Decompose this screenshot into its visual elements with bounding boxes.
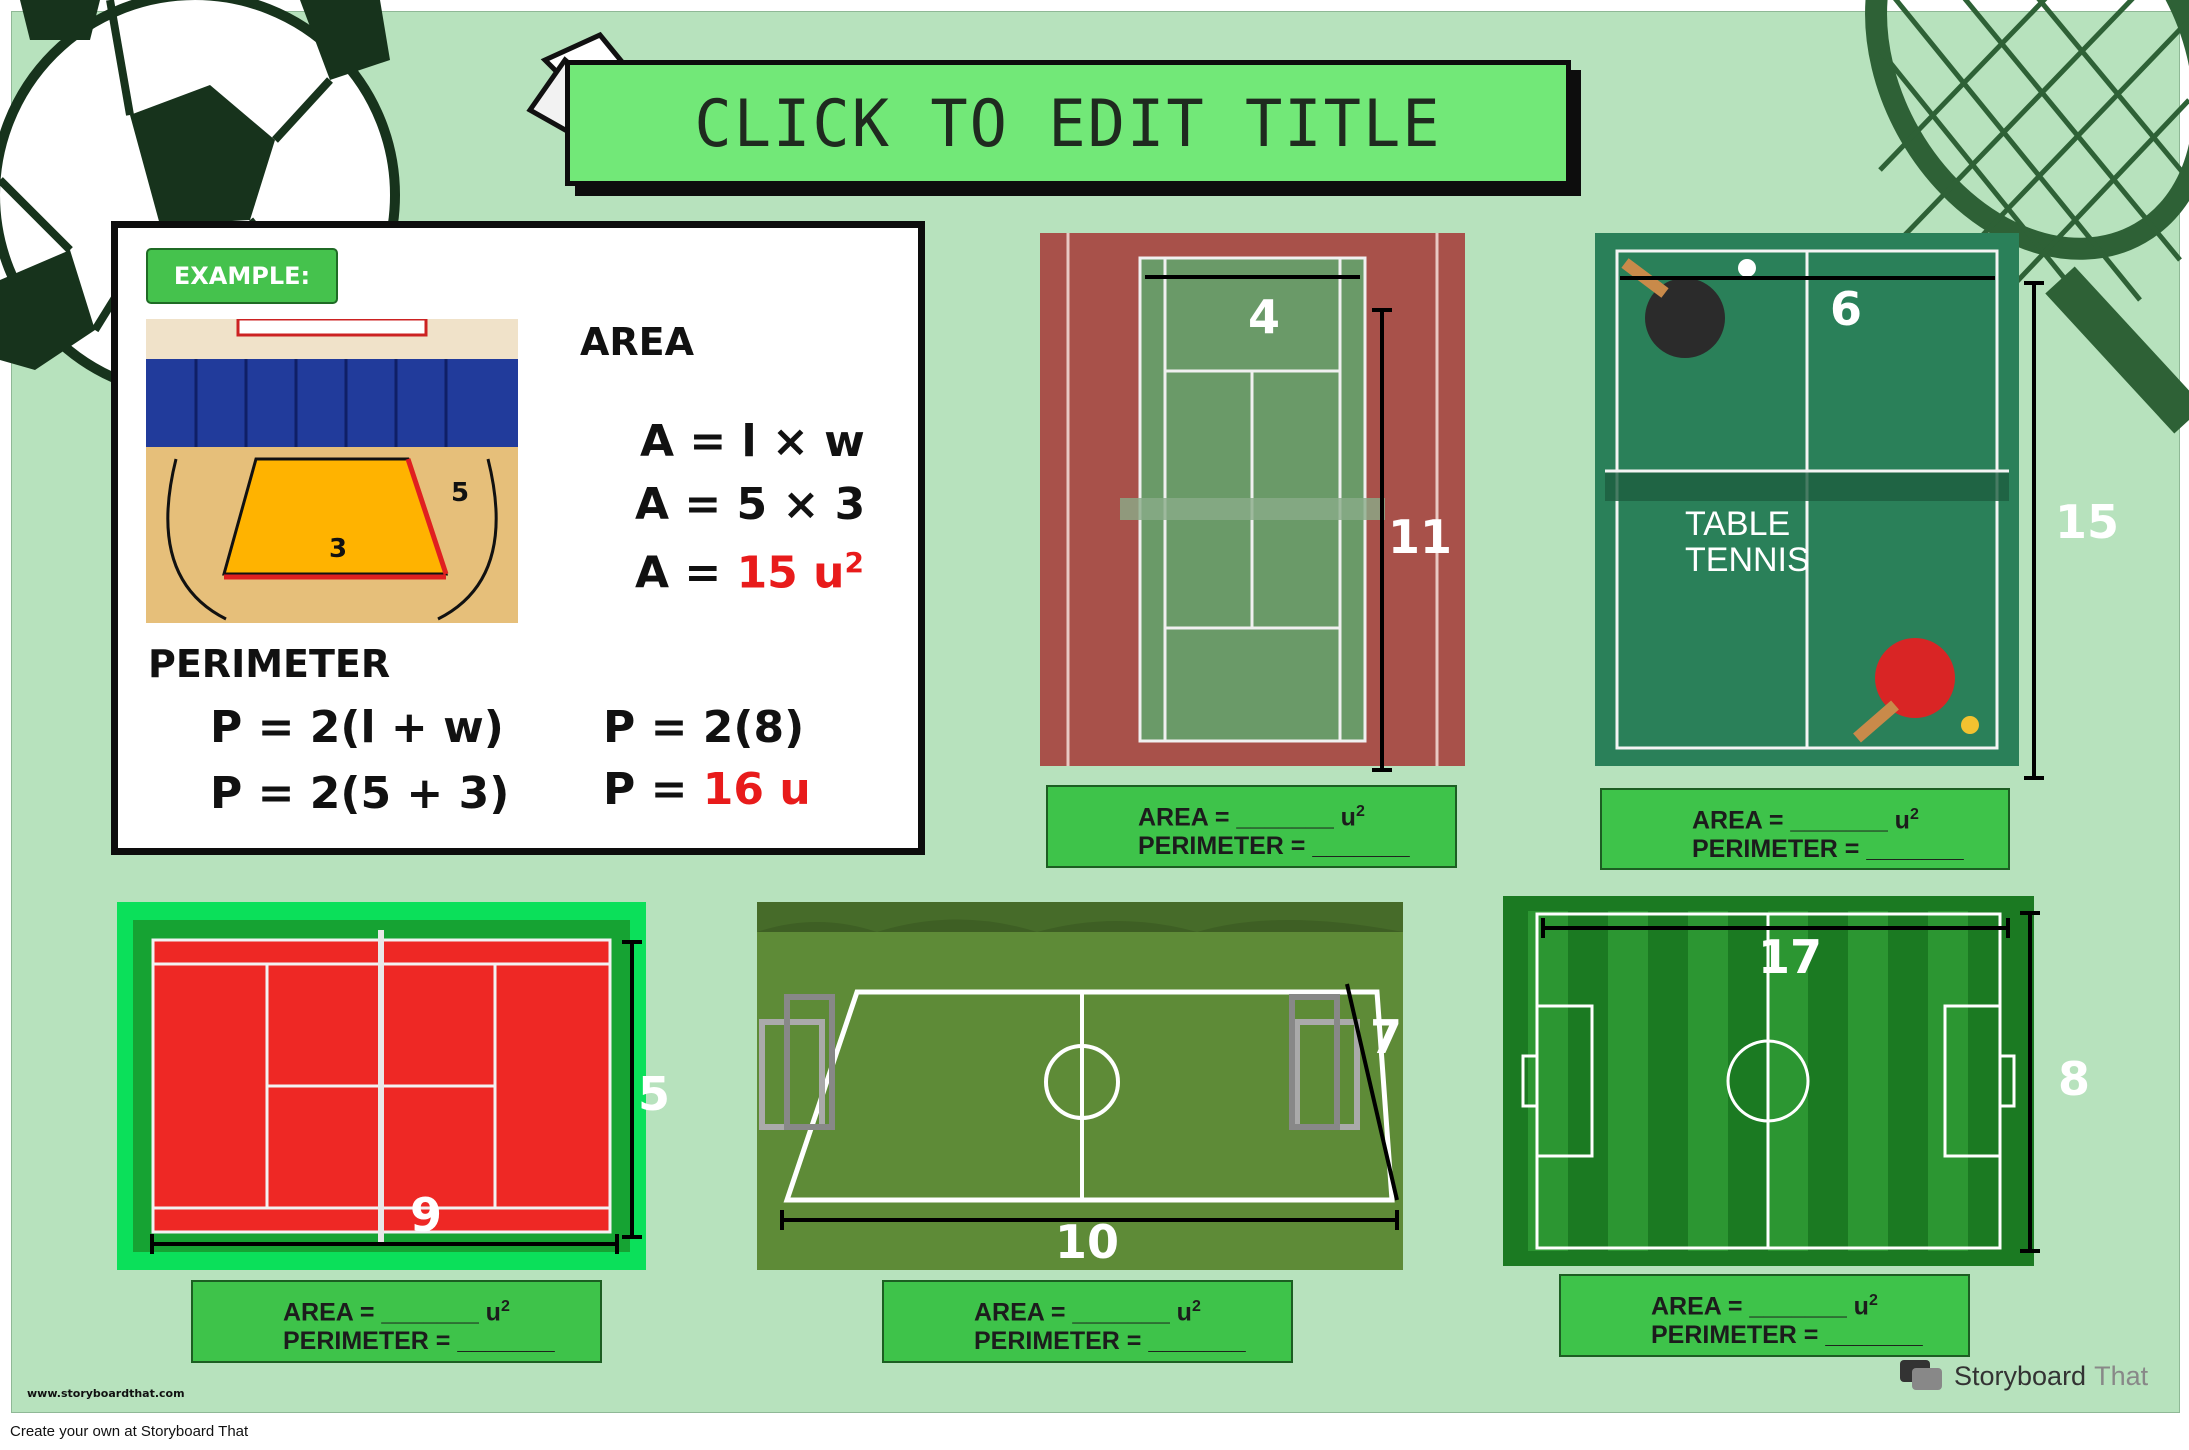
racket-icon (1865, 0, 2189, 434)
area-blank-label: AREA = _______ u (1138, 803, 1356, 832)
area-line: AREA = _______ u2 (1138, 797, 1455, 832)
area-formula: A = l × w (640, 416, 865, 467)
speech-bubble-icon (1900, 1360, 1942, 1390)
perimeter-blank-label: PERIMETER = _______ (1692, 835, 1964, 864)
table-tennis-label-line2: TENNIS (1685, 541, 1810, 579)
answer-box-court1[interactable]: AREA = _______ u2 PERIMETER = _______ u (1046, 785, 1457, 868)
area-blank-label: AREA = _______ u (283, 1298, 501, 1327)
area-result-exp: 2 (844, 546, 864, 579)
title-banner[interactable]: CLICK TO EDIT TITLE (565, 60, 1571, 186)
perimeter-substitution: P = 2(5 + 3) (210, 768, 510, 819)
soccer-field-stadium-image (1503, 896, 2034, 1266)
example-panel: EXAMPLE: 5 3 AREA A = l × w A = 5 × 3 A … (111, 221, 925, 855)
perimeter-heading: PERIMETER (148, 642, 391, 686)
area-unit-exp: 2 (1191, 1298, 1201, 1315)
perimeter-blank-label: PERIMETER = _______ (1138, 832, 1410, 861)
court3-length-label: 5 (638, 1067, 671, 1121)
area-unit-exp: 2 (1868, 1292, 1878, 1309)
perimeter-result-prefix: P = (603, 764, 703, 815)
answer-box-court3[interactable]: AREA = _______ u2 PERIMETER = _______ u (191, 1280, 602, 1363)
area-line: AREA = _______ u2 (1692, 800, 2008, 835)
area-line: AREA = _______ u2 (974, 1292, 1291, 1327)
area-blank-label: AREA = _______ u (1692, 806, 1910, 835)
dimension-line (2024, 281, 2044, 780)
perimeter-formula: P = 2(l + w) (210, 702, 504, 753)
court5-width-label: 17 (1758, 930, 1823, 984)
answer-box-court4[interactable]: AREA = _______ u2 PERIMETER = _______ u (882, 1280, 1293, 1363)
brand-word-1: Storyboard (1954, 1360, 2087, 1391)
area-unit-exp: 2 (1909, 806, 1919, 823)
area-blank-label: AREA = _______ u (1651, 1292, 1869, 1321)
court1-width-label: 4 (1248, 290, 1281, 344)
perimeter-unit: u (283, 1356, 600, 1361)
example-badge: EXAMPLE: (146, 248, 338, 304)
footer-url[interactable]: www.storyboardthat.com (27, 1387, 185, 1400)
court2-width-label: 6 (1830, 282, 1863, 336)
area-heading: AREA (580, 320, 695, 364)
area-unit-exp: 2 (500, 1298, 510, 1315)
table-tennis-label: TABLE TENNIS (1685, 506, 1810, 578)
court4-length-label: 7 (1370, 1010, 1403, 1064)
page-title[interactable]: CLICK TO EDIT TITLE (694, 84, 1442, 162)
tennis-court-red-image (117, 902, 646, 1270)
perimeter-unit: u (1138, 861, 1455, 866)
perimeter-unit: u (1651, 1350, 1968, 1355)
example-width-label: 3 (329, 534, 348, 564)
perimeter-result: P = 16 u (603, 764, 811, 815)
soccer-field-park-image (757, 902, 1403, 1270)
court3-width-label: 9 (410, 1188, 443, 1242)
table-tennis-image (1595, 233, 2019, 766)
area-unit-exp: 2 (1355, 803, 1365, 820)
area-line: AREA = _______ u2 (1651, 1286, 1968, 1321)
perimeter-unit: u (1692, 864, 2008, 868)
court4-width-label: 10 (1055, 1215, 1120, 1269)
perimeter-step: P = 2(8) (603, 702, 805, 753)
dimension-line (1372, 308, 1392, 772)
court1-length-label: 11 (1388, 510, 1453, 564)
area-result-value: 15 u (736, 547, 845, 599)
answer-box-court2[interactable]: AREA = _______ u2 PERIMETER = _______ u (1600, 788, 2010, 870)
perimeter-blank-label: PERIMETER = _______ (974, 1327, 1246, 1356)
dimension-line (2020, 911, 2040, 1253)
court5-length-label: 8 (2058, 1052, 2091, 1106)
table-tennis-label-line1: TABLE (1685, 505, 1791, 543)
area-blank-label: AREA = _______ u (974, 1298, 1192, 1327)
perimeter-unit: u (974, 1356, 1291, 1361)
example-length-label: 5 (451, 478, 470, 508)
area-result-prefix: A = (635, 547, 737, 599)
area-line: AREA = _______ u2 (283, 1292, 600, 1327)
court2-length-label: 15 (2055, 495, 2120, 549)
perimeter-result-value: 16 u (702, 764, 811, 815)
tennis-court-clay-image (1040, 233, 1465, 766)
answer-box-court5[interactable]: AREA = _______ u2 PERIMETER = _______ u (1559, 1274, 1970, 1357)
create-your-own-link[interactable]: Create your own at Storyboard That (10, 1423, 249, 1440)
perimeter-blank-label: PERIMETER = _______ (1651, 1321, 1923, 1350)
basketball-court-image (146, 319, 518, 623)
area-substitution: A = 5 × 3 (635, 479, 866, 530)
area-result: A = 15 u2 (635, 546, 864, 599)
brand-word-2: That (2094, 1360, 2149, 1391)
perimeter-blank-label: PERIMETER = _______ (283, 1327, 555, 1356)
